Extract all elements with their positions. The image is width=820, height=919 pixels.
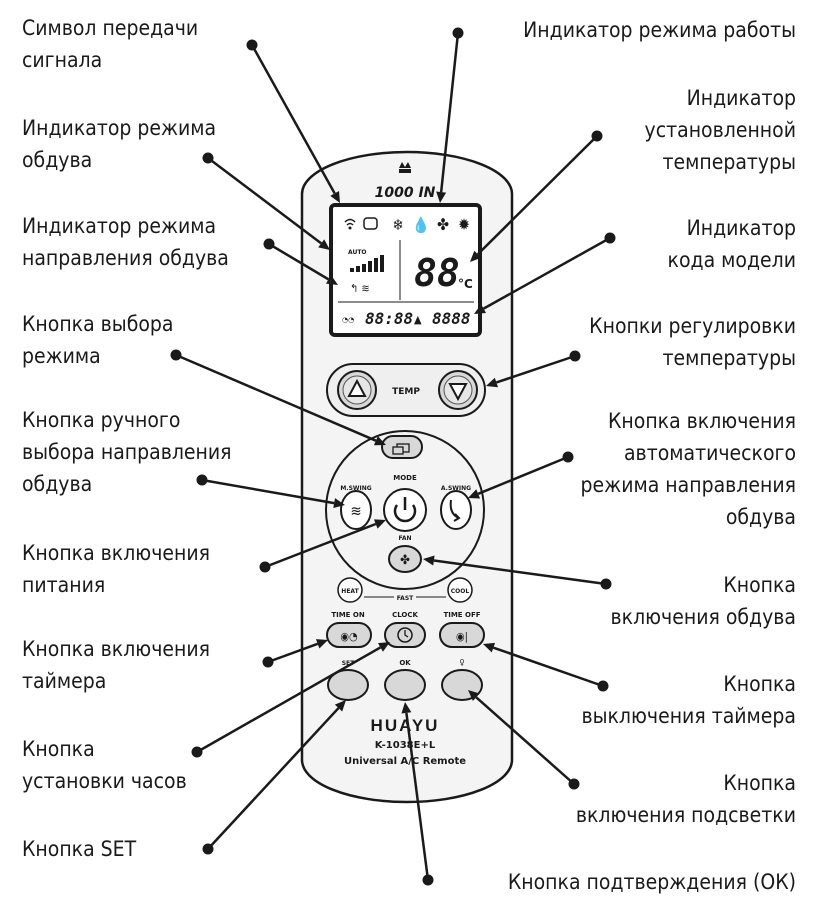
model-top-text: 1000 IN [375, 185, 436, 201]
fan-blades-icon: ✤ [400, 553, 410, 568]
fan-speed-bars [350, 255, 384, 272]
auto-swing-icon [449, 499, 461, 522]
label-fan-button: Кнопка включения обдува [610, 573, 796, 629]
bulb-icon: ♀ [459, 658, 464, 667]
label-set-button: Кнопка SET [22, 837, 137, 861]
fast-label: FAST [397, 595, 414, 602]
label-manual-swing-button: Кнопка ручного выбора направления обдува [22, 408, 232, 496]
time-off-label: TIME OFF [443, 611, 480, 619]
timer-on-button[interactable]: ◉◔ [326, 622, 372, 648]
label-timer-off-button: Кнопка выключения таймера [581, 672, 796, 728]
timer-off-button[interactable]: ◉| [439, 622, 485, 648]
fan-icon: ✤ [437, 215, 449, 234]
label-timer-on-button: Кнопка включения таймера [22, 637, 210, 693]
leader-mode-button [170, 349, 386, 446]
a-swing-label: A.SWING [441, 485, 471, 492]
leader-signal-symbol [246, 39, 340, 203]
label-auto-swing-button: Кнопка включения автоматического режима … [580, 409, 796, 529]
signal-icon [344, 218, 356, 230]
main-round-panel [325, 430, 485, 590]
leader-ok-button [401, 702, 434, 886]
leader-swing-indicator [263, 238, 338, 285]
cool-label: COOL [451, 588, 470, 595]
model-text: K-1038E+L [375, 740, 436, 751]
label-mode-button: Кнопка выбора режима [22, 312, 174, 368]
ok-button[interactable] [384, 669, 426, 701]
swing-icon: ↰ ≋ [350, 282, 370, 295]
leader-lines [170, 27, 616, 886]
power-button[interactable] [383, 488, 427, 532]
timer-on-icon: ◉◔ [340, 630, 357, 643]
lcd-temp-digits: 88 [414, 251, 460, 295]
lcd-timer-icon: ◔◔ [342, 316, 354, 324]
leader-clock-button [191, 642, 390, 758]
triangle-down-icon [448, 383, 468, 402]
label-backlight-button: Кнопка включения подсветки [575, 771, 796, 827]
timer-off-icon: ◉| [456, 630, 468, 643]
leader-mode-indicator [436, 27, 464, 203]
label-clock-button: Кнопка установки часов [22, 737, 187, 793]
leader-timer-on-button [262, 639, 328, 668]
time-on-label: TIME ON [331, 611, 365, 619]
cool-button[interactable]: COOL [447, 577, 473, 603]
leader-manual-swing-button [196, 474, 345, 509]
label-swing-indicator: Индикатор режима направления обдува [22, 214, 229, 270]
leader-auto-swing-button [468, 451, 574, 499]
lcd-time-digits: 88:88 [365, 309, 413, 328]
clock-icon [397, 627, 413, 643]
mode-label: MODE [393, 474, 417, 482]
drop-icon: 💧 [412, 216, 431, 234]
lcd-unit: °C [458, 277, 473, 291]
set-label: SET [342, 660, 355, 667]
leader-model-code-indicator [474, 232, 616, 314]
fan-label: FAN [398, 535, 411, 542]
mode-button[interactable] [381, 435, 423, 459]
label-fan-mode-indicator: Индикатор режима обдува [22, 116, 217, 172]
leader-temp-buttons [486, 350, 581, 388]
leader-fan-mode-indicator [202, 152, 330, 250]
fan-button[interactable]: ✤ [388, 545, 422, 573]
label-signal-symbol: Символ передачи сигнала [22, 16, 199, 72]
manual-swing-button[interactable]: ≋ [340, 490, 372, 530]
swing-lines-icon: ≋ [350, 502, 361, 520]
heat-button[interactable]: HEAT [337, 577, 363, 603]
leader-power-button [259, 519, 386, 573]
label-power-button: Кнопка включения питания [22, 541, 210, 597]
label-ok-button: Кнопка подтверждения (ОК) [507, 870, 796, 894]
lcd-auto-text: AUTO [348, 249, 367, 256]
auto-mode-icon [363, 217, 378, 230]
leader-backlight-button [468, 690, 580, 790]
label-mode-indicator: Индикатор режима работы [523, 18, 796, 42]
crown-icon [399, 162, 411, 173]
label-temp-buttons: Кнопки регулировки температуры [589, 314, 796, 370]
lcd-code-digits: 8888 [432, 309, 471, 328]
temp-down-button[interactable] [438, 370, 478, 410]
lcd-person-icon: ▲ [414, 313, 422, 326]
subtitle-text: Universal A/C Remote [344, 756, 466, 767]
label-model-code-indicator: Индикатор кода модели [667, 216, 796, 272]
leader-timer-off-button [483, 642, 609, 692]
auto-swing-button[interactable] [440, 490, 472, 530]
ok-label: OK [399, 659, 411, 667]
clock-label: CLOCK [392, 611, 418, 619]
leader-set-temp-indicator [470, 130, 603, 262]
m-swing-label: M.SWING [340, 485, 371, 492]
temp-up-button[interactable] [337, 370, 377, 410]
leader-fan-button [423, 555, 612, 590]
power-icon [393, 504, 417, 523]
sun-icon: ✹ [458, 215, 470, 234]
brand-text: HUAYU [371, 716, 440, 735]
heat-label: HEAT [341, 588, 359, 595]
label-set-temp-indicator: Индикатор установленной температуры [644, 86, 796, 174]
leader-set-button [202, 700, 346, 855]
clock-button[interactable] [384, 622, 426, 648]
temp-label: TEMP [392, 387, 420, 397]
set-button[interactable] [327, 669, 369, 701]
snowflake-icon: ❄ [392, 216, 403, 234]
triangle-up-icon [347, 378, 367, 397]
